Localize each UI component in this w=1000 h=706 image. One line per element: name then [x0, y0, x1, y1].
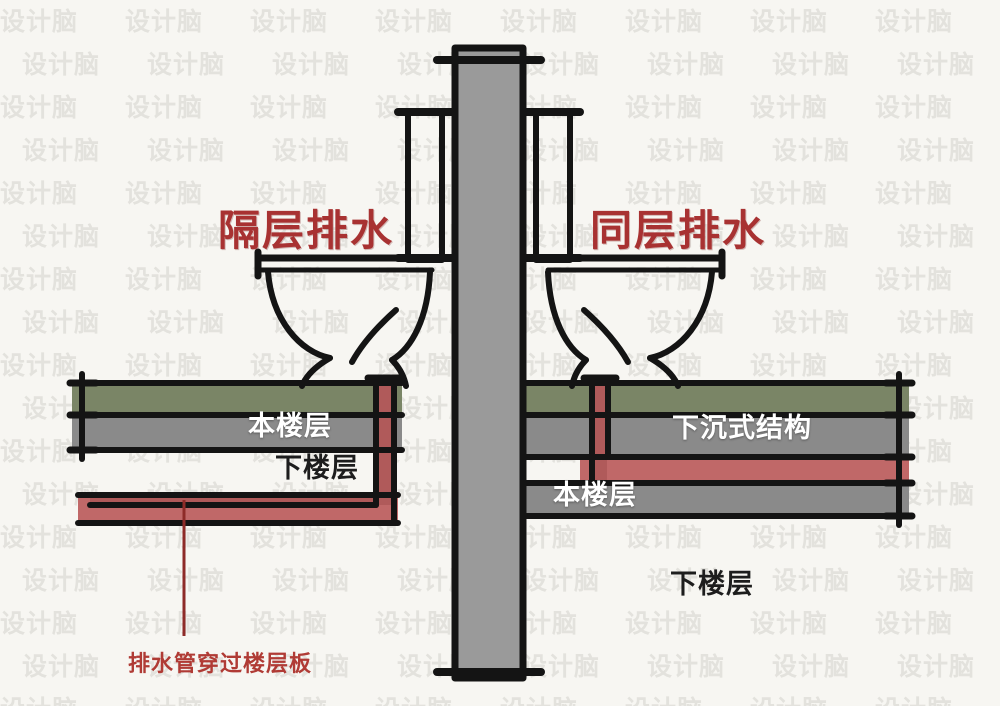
sunken-backfill-zone: [523, 415, 909, 457]
same-floor-pipe-run: [580, 457, 909, 483]
vertical-drain-riser: [376, 380, 392, 505]
left-floor-outlines: [66, 371, 405, 526]
right-drain-riser-outline: [580, 374, 883, 486]
label-left-current-floor: 本楼层: [248, 411, 332, 442]
left-pipe-elbow: [90, 495, 392, 505]
left-drain-riser-outline: [87, 374, 406, 526]
annotation-drain-through-slab: 排水管穿过楼层板: [128, 652, 313, 677]
label-left-lower-floor: 下楼层: [275, 453, 359, 484]
structural-slab: [72, 415, 402, 450]
floor-finish-layer: [72, 383, 402, 415]
label-right-sunken-structure: 下沉式结构: [672, 413, 812, 444]
label-right-current-floor: 本楼层: [553, 480, 637, 511]
central-structural-column: [455, 48, 523, 678]
label-right-lower-floor: 下楼层: [670, 569, 754, 600]
floor-finish-layer: [523, 383, 909, 415]
heading-interfloor-drainage: 隔层排水: [218, 206, 395, 255]
structural-slab: [523, 483, 909, 516]
toilet-fixture-left: [254, 108, 456, 389]
heading-samefloor-drainage: 同层排水: [590, 206, 767, 255]
central-column-outline: [433, 44, 545, 682]
